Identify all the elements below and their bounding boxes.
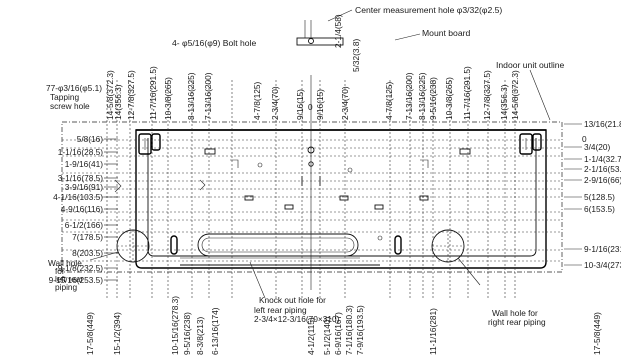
knockout-callout-1: Knock out hole for [259, 295, 326, 305]
top-left-dim-label: 14(356.3) [113, 84, 123, 120]
bolt-bracket-right [519, 133, 542, 155]
indoor-unit-outline-callout: Indoor unit outline [496, 60, 565, 70]
mount-board-callout: Mount board [422, 28, 470, 38]
center-measurement-hole [296, 20, 344, 46]
left-dim-label: 3-9/16(91) [65, 182, 104, 192]
knockout-callout-2: left rear piping [254, 305, 307, 315]
center-hole-callout: Center measurement hole φ3/32(φ2.5) [355, 5, 502, 15]
vertical-reference-lines [106, 75, 516, 300]
right-dimension-labels: 13/16(21.8) 3/4(20) 1-1/4(32.7)2-1/16(53.5… [564, 119, 621, 270]
wall-hole-left-callout-4: piping [55, 282, 78, 292]
top-right-dim-label: 8-13/16(225) [417, 72, 427, 120]
top-left-dim-label: 2-3/4(70) [270, 86, 280, 120]
top-right-dim-label: 9-5/16(238) [428, 77, 438, 120]
left-dim-label: 1-1/16(28.5) [58, 147, 103, 157]
bottom-dim-label: 11-1/16(281) [428, 308, 438, 355]
wall-hole-left-callout-3: left rear [55, 274, 83, 284]
right-dim-label: 3/4(20) [584, 142, 611, 152]
wall-hole-left-callout-2: for [55, 266, 65, 276]
bottom-dim-label: 10-15/16(278.3) [170, 296, 180, 355]
wall-hole-left-callout-1: Wall hole [48, 258, 82, 268]
zero-marker-right: 0 [582, 134, 587, 144]
bottom-dim-label: 17-5/8(449) [592, 312, 602, 355]
mount-board-outline [135, 129, 547, 269]
left-dim-label: 3-1/16(78.5) [58, 173, 103, 183]
knockout-hole [197, 233, 359, 257]
top-center-dim-label: 2-1/4(58) [333, 14, 343, 48]
top-left-dimension-labels: 14-5/8(372.3)14(356.3)12-7/8(327.5) 11-7/… [105, 66, 305, 120]
right-dim-label: 5(128.5) [584, 192, 615, 202]
top-left-dim-label: 9/16(15) [295, 89, 305, 120]
bolt-slot-left [170, 235, 178, 255]
top-left-dim-label: 4-7/8(125) [252, 81, 262, 120]
right-dim-label: 6(153.5) [584, 204, 615, 214]
bottom-dim-label: 17-5/8(449) [85, 312, 95, 355]
tapping-screw-callout-line1: 77-φ3/16(φ5.1) [46, 83, 102, 93]
top-right-dim-label: 11-7/16(291.5) [462, 66, 472, 120]
top-right-dim-label: 9/16(15) [315, 89, 325, 120]
top-left-dim-label: 12-7/8(327.5) [126, 70, 136, 120]
top-left-dim-label: 11-7/16(291.5) [148, 66, 158, 120]
bottom-dim-label: 6-9/16(167) [333, 312, 343, 355]
left-dim-label: 4-9/16(116) [61, 204, 104, 214]
bottom-dim-label: 7-1/16(180.3) [344, 305, 354, 355]
bottom-dim-label: 5-1/2(140) [322, 316, 332, 355]
bottom-dim-label: 6-13/16(174) [210, 307, 220, 355]
top-center-dimension-labels: 2-1/4(58) 5/32(3.8) [333, 14, 361, 72]
knockout-hole-inner [201, 237, 355, 253]
bolt-slot-right [394, 235, 402, 255]
bolt-hole-callout: 4- φ5/16(φ9) Bolt hole [172, 38, 256, 48]
right-dim-label: 9-1/16(231.5) [584, 244, 621, 254]
top-center-dim-label: 5/32(3.8) [351, 39, 361, 72]
left-dim-label: 8(203.5) [72, 248, 103, 258]
right-dim-label: 1-1/4(32.7) [584, 154, 621, 164]
top-left-dim-label: 7-13/16(200) [203, 72, 213, 120]
knockout-callout-3: 2-3/4×12-3/16(70×310) [254, 314, 340, 324]
left-dim-label: 9-1/8(232.5) [58, 263, 103, 273]
top-right-dim-label: 10-3/8(265) [444, 77, 454, 120]
top-left-dim-label: 10-3/8(265) [163, 77, 173, 120]
top-right-dim-label: 7-13/16(200) [404, 72, 414, 120]
bottom-dim-label: 15-1/2(394) [112, 312, 122, 355]
tapping-screw-callout-line3: screw hole [50, 101, 90, 111]
right-dim-label: 2-1/16(53.5) [584, 164, 621, 174]
top-left-dim-label: 8-13/16(225) [186, 72, 196, 120]
top-right-dimension-labels: 9/16(15) 2-3/4(70) 4-7/8(125) 7-13/16(200)8… [315, 66, 520, 120]
top-right-dim-label: 4-7/8(125) [384, 81, 394, 120]
left-dim-label: 6-1/2(166) [65, 220, 104, 230]
top-left-dim-label: 14-5/8(372.3) [105, 70, 115, 120]
bottom-dimension-labels: 17-5/8(449) 15-1/2(394) 10-15/16(278.3)9-5… [85, 296, 602, 355]
wall-hole-right-callout-1: Wall hole for [492, 308, 538, 318]
left-dimension-labels: 5/8(16) 1-1/16(28.5) 1-9/16(41) 3-1/16(78.5… [49, 134, 118, 285]
left-dim-label: 1-9/16(41) [65, 159, 104, 169]
bottom-dim-label: 8-3/8(213) [195, 316, 205, 355]
bottom-dim-label: 9-5/16(238) [182, 312, 192, 355]
bottom-dim-label: 7-9/16(193.5) [355, 305, 365, 355]
left-dim-label: 9-15/16(253.5) [49, 275, 104, 285]
bottom-dim-label: 4-1/2(115) [306, 317, 316, 355]
left-dim-label: 5/8(16) [77, 134, 104, 144]
wall-hole-right-callout-2: right rear piping [488, 317, 546, 327]
top-right-dim-label: 12-7/8(327.5) [482, 70, 492, 120]
zero-marker-top: 0 [308, 102, 313, 112]
left-dim-label: 7(178.5) [72, 232, 103, 242]
bolt-bracket-left [138, 133, 161, 155]
left-dim-label: 4-1/16(103.5) [53, 192, 103, 202]
top-right-dim-label: 2-3/4(70) [340, 86, 350, 120]
top-right-dim-label: 14-5/8(372.3) [510, 70, 520, 120]
tapping-screw-grid [62, 139, 562, 262]
tapping-screw-callout-line2: Tapping [50, 92, 79, 102]
right-dim-label: 13/16(21.8) [584, 119, 621, 129]
top-right-dim-label: 14(356.3) [499, 84, 509, 120]
right-dim-label: 10-3/4(273.2) [584, 260, 621, 270]
right-dim-label: 2-9/16(66) [584, 175, 621, 185]
